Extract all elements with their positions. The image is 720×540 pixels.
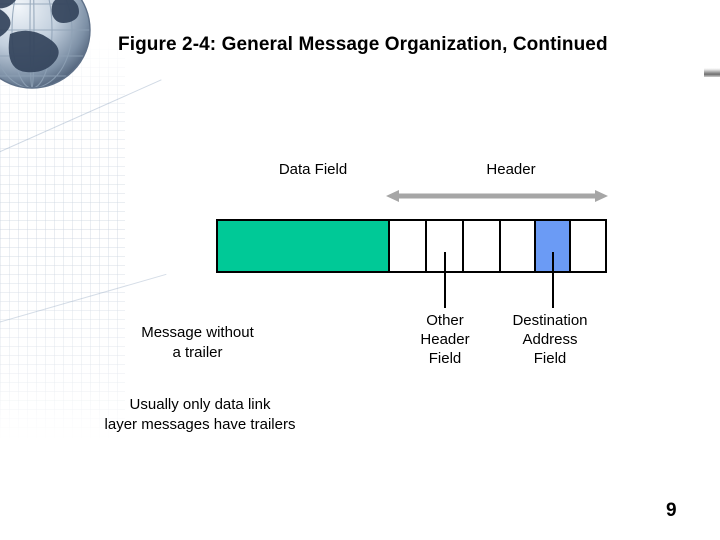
cell-data-field: [218, 221, 388, 271]
cell-destination-address-field: [534, 221, 569, 271]
caption-destination-address-field: Destination Address Field: [512, 312, 588, 368]
accent-bar: [704, 68, 720, 77]
leader-line-destination-address-field: [552, 252, 554, 308]
cell-header-segment-1: [388, 221, 425, 271]
cell-header-segment-6: [569, 221, 605, 271]
data-field-label: Data Field: [278, 161, 348, 178]
grid-watermark: [0, 40, 125, 440]
header-span-double-arrow: [386, 190, 608, 202]
globe-icon: [0, 0, 91, 89]
cell-header-segment-3: [462, 221, 499, 271]
caption-message-without-trailer: Message without a trailer: [141, 324, 254, 361]
header-label: Header: [486, 161, 536, 178]
caption-other-header-field: Other Header Field: [420, 312, 470, 368]
message-frame: [216, 219, 607, 273]
cell-header-segment-2: [425, 221, 462, 271]
leader-line-other-header-field: [444, 252, 446, 308]
cell-header-segment-4: [499, 221, 534, 271]
page-title: Figure 2-4: General Message Organization…: [118, 34, 608, 55]
note-trailers: Usually only data link layer messages ha…: [104, 396, 296, 433]
page-number: 9: [666, 500, 677, 521]
